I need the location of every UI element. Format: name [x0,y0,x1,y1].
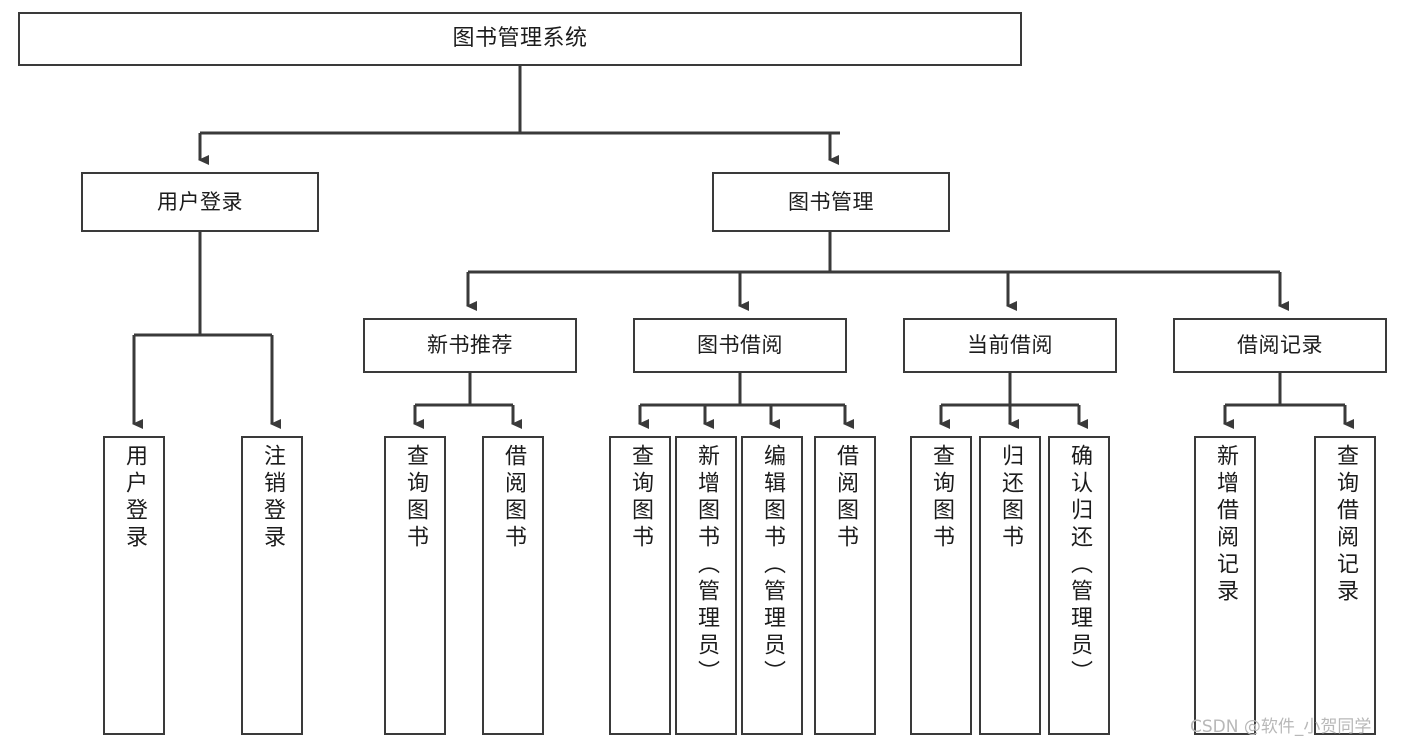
node-label: 用户登录 [157,189,243,214]
leaf-query-book-current[interactable]: 查询图书 [910,436,972,735]
watermark-text: CSDN @软件_小贺同学 [1190,717,1372,737]
node-label: 当前借阅 [967,333,1053,358]
node-borrow-record[interactable]: 借阅记录 [1173,318,1387,373]
leaf-query-book-borrow[interactable]: 查询图书 [609,436,671,735]
node-label: 图书借阅 [697,333,783,358]
leaf-logout-login[interactable]: 注销登录 [241,436,303,735]
node-label: 注销登录 [260,444,285,552]
node-current-borrow[interactable]: 当前借阅 [903,318,1117,373]
leaf-query-borrow-record[interactable]: 查询借阅记录 [1314,436,1376,735]
node-label: 查询图书 [628,444,653,552]
node-book-borrow[interactable]: 图书借阅 [633,318,847,373]
node-book-management[interactable]: 图书管理 [712,172,950,232]
node-root-book-management-system[interactable]: 图书管理系统 [18,12,1022,66]
leaf-add-book-admin[interactable]: 新增图书（管理员） [675,436,737,735]
node-new-book-recommend[interactable]: 新书推荐 [363,318,577,373]
node-label: 图书管理系统 [452,26,588,52]
leaf-confirm-return-admin[interactable]: 确认归还（管理员） [1048,436,1110,735]
node-label: 查询借阅记录 [1333,444,1358,606]
node-label: 查询图书 [403,444,428,552]
node-label: 确认归还（管理员） [1067,444,1092,687]
node-label: 用户登录 [122,444,147,552]
leaf-user-login[interactable]: 用户登录 [103,436,165,735]
node-label: 新书推荐 [427,333,513,358]
leaf-borrow-book-recommend[interactable]: 借阅图书 [482,436,544,735]
node-label: 新增图书（管理员） [694,444,719,687]
node-label: 图书管理 [788,189,874,214]
node-label: 借阅图书 [501,444,526,552]
node-label: 新增借阅记录 [1213,444,1238,606]
leaf-edit-book-admin[interactable]: 编辑图书（管理员） [741,436,803,735]
node-label: 编辑图书（管理员） [760,444,785,687]
leaf-add-borrow-record[interactable]: 新增借阅记录 [1194,436,1256,735]
leaf-borrow-book[interactable]: 借阅图书 [814,436,876,735]
node-label: 借阅记录 [1237,333,1323,358]
node-label: 借阅图书 [833,444,858,552]
node-user-login[interactable]: 用户登录 [81,172,319,232]
node-label: 归还图书 [998,444,1023,552]
node-label: 查询图书 [929,444,954,552]
leaf-query-book-recommend[interactable]: 查询图书 [384,436,446,735]
leaf-return-book[interactable]: 归还图书 [979,436,1041,735]
